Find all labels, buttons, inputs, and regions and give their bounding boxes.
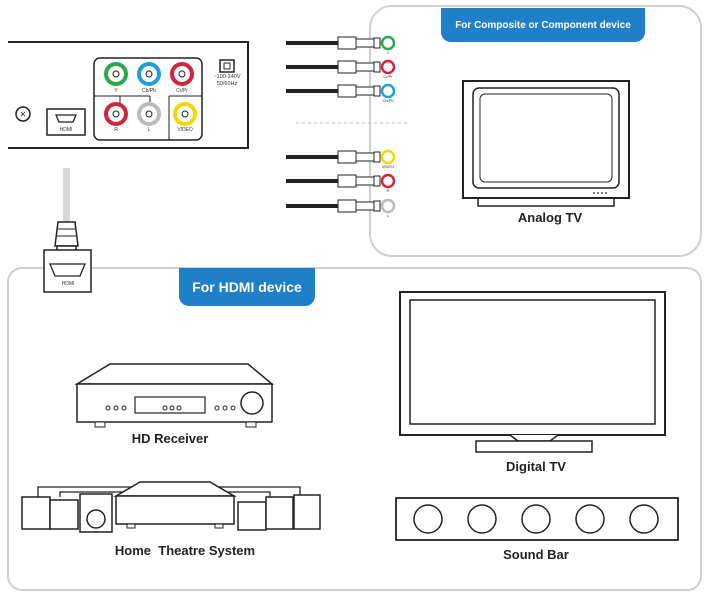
jack-video-label: VIDEO (177, 127, 193, 133)
svg-text:✕: ✕ (20, 110, 27, 119)
hdmi-port-label: HDMI (59, 127, 73, 133)
analog-tv-label: Analog TV (517, 210, 583, 225)
cable-r (286, 173, 396, 189)
power-voltage-label: ~100-240V (213, 74, 241, 80)
cable-tip-l: L (386, 213, 390, 218)
player-rear-panel: ✕ (8, 41, 249, 149)
cable-l (286, 198, 396, 214)
home-theatre-label: Home Theatre System (114, 543, 256, 558)
digital-tv-icon (399, 291, 666, 453)
cable-cr (286, 83, 396, 99)
power-freq-label: 50/60Hz (216, 81, 238, 87)
screw-icon (15, 106, 31, 122)
cable-tip-y: Y (386, 50, 390, 55)
cable-tip-cr: Cr/Pr (383, 74, 393, 79)
sound-bar-icon (395, 497, 679, 541)
hd-receiver-icon (74, 363, 275, 428)
jack-l-label: L (147, 127, 151, 133)
home-theatre-icon (21, 481, 321, 533)
hdmi-cable (43, 168, 92, 293)
jack-cr-label: Cr/Pr (176, 88, 188, 94)
cable-tip-r: R (386, 188, 390, 193)
cable-cb (286, 59, 396, 75)
hdmi-section-tag: For HDMI device (179, 268, 315, 306)
analog-tv-icon (462, 80, 630, 207)
jack-r-label: R (114, 127, 118, 133)
hdmi-plug-label: HDMI (61, 281, 75, 287)
cable-y (286, 35, 396, 51)
sound-bar-label: Sound Bar (503, 547, 569, 562)
rca-cables (286, 35, 410, 214)
digital-tv-label: Digital TV (506, 459, 566, 474)
jack-cb-label: Cb/Pb (142, 88, 156, 94)
hdmi-port-icon (55, 114, 77, 123)
jack-y-label: Y (114, 88, 118, 94)
cable-tip-video: VIDEO (381, 164, 395, 169)
hd-receiver-label: HD Receiver (131, 431, 209, 446)
cable-video (286, 149, 396, 165)
cable-tip-cb: Cb/Pb (382, 98, 394, 103)
composite-section-tag: For Composite or Component device (441, 8, 645, 42)
